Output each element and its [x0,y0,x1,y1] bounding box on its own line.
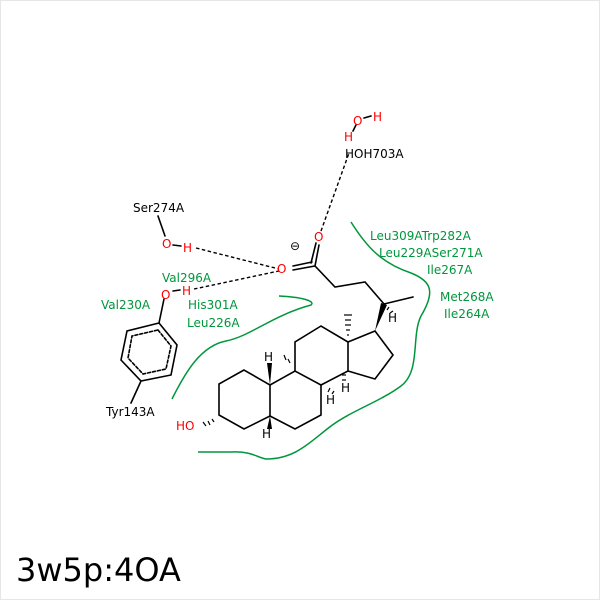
hydrophobic-label: Leu226A [187,316,240,330]
hydrophobic-contour-left [171,295,313,400]
tyr-ring-aromatic [127,329,172,375]
ring-c [294,325,349,386]
hashed-bonds [202,306,394,427]
hbond-water [320,152,350,232]
hydrophobic-label: Val230A [101,298,151,312]
wedge-bond [375,303,387,331]
tyr-ring [120,298,178,404]
carboxyl-double [292,242,317,267]
stereo-h-label: H [388,311,397,325]
stereo-h-label: H [341,381,350,395]
hydrophobic-label: Val296A [162,271,212,285]
side-chain [292,244,414,305]
tyr-hydrogen: H [182,284,191,298]
hbond-ser274 [195,247,280,270]
diagram-title: 3w5p:4OA [16,551,181,589]
hydrophobic-label: Met268A [440,290,494,304]
tyr-oh-bond [172,289,181,292]
water-label: HOH703A [345,147,404,161]
hydrophobic-label: Ile264A [444,307,490,321]
hydrophobic-label: Leu309ATrp282A [370,229,472,243]
ser274-label: Ser274A [133,201,185,215]
ser-hydrogen: H [183,241,192,255]
carboxyl-oxygen-2: O [277,262,286,276]
ring-b [269,370,322,430]
hydrophobic-label: Ile267A [427,263,473,277]
water-bonds [352,115,372,132]
negative-charge-icon: ⊖ [290,239,300,253]
ring-d [347,330,394,380]
hydrophobic-contour-right [198,221,431,460]
ring-a [218,369,271,430]
hbond-tyr143 [193,270,280,290]
ser-oxygen: O [162,237,171,251]
ser-bond [157,215,182,247]
wedge-bond-h5 [267,416,272,429]
wedge-bond-h9 [267,363,272,385]
water-hydrogen: H [373,110,382,124]
tyr-oxygen: O [161,288,170,302]
stereo-h-label: H [326,393,335,407]
water-hydrogen-2: H [344,130,353,144]
hydrophobic-label: Leu229ASer271A [379,246,483,260]
tyr143-label: Tyr143A [105,405,155,419]
hydroxyl-label: HO [176,419,194,433]
water-oxygen: O [353,114,362,128]
hydrophobic-label: His301A [188,298,239,312]
stereo-h-label: H [262,427,271,441]
carboxyl-oxygen-1: O [314,230,323,244]
stereo-h-label: H [264,350,273,364]
